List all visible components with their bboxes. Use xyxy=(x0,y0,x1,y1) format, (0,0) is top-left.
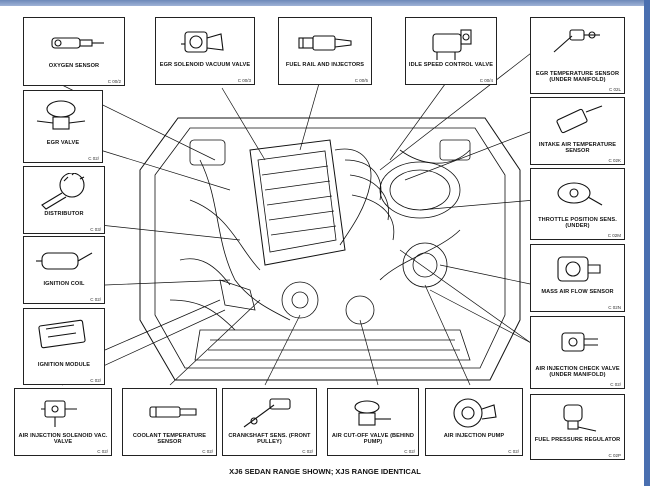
check-valve-icon xyxy=(561,332,598,352)
throttle-position-box: THROTTLE POSITION SENS. (UNDER) C 02M xyxy=(530,168,625,240)
component-label: MASS AIR FLOW SENSOR xyxy=(541,289,614,295)
component-label: IGNITION MODULE xyxy=(37,362,91,368)
idle-speed-box: IDLE SPEED CONTROL VALVE C 00/4 xyxy=(405,17,497,85)
egr-solenoid-box: EGR SOLENOID VACUUM VALVE C 00/3 xyxy=(155,17,255,85)
component-label: AIR INJECTION CHECK VALVE (UNDER MANIFOL… xyxy=(535,366,620,379)
component-label: THROTTLE POSITION SENS. (UNDER) xyxy=(538,217,617,230)
component-code: C 03/ xyxy=(90,227,101,232)
component-label: EGR VALVE xyxy=(46,140,80,146)
cutoff-valve-icon xyxy=(354,400,391,426)
fuel-rail-box: FUEL RAIL AND INJECTORS C 00/5 xyxy=(278,17,372,85)
component-label: IDLE SPEED CONTROL VALVE xyxy=(408,62,494,68)
component-code: C 02/ xyxy=(302,449,313,454)
pressure-regulator-icon xyxy=(563,404,597,432)
idle-valve-icon xyxy=(432,29,472,60)
component-label: AIR INJECTION PUMP xyxy=(443,433,505,439)
air-temp-sensor-icon xyxy=(556,105,603,134)
component-label: FUEL PRESSURE REGULATOR xyxy=(534,437,621,443)
distributor-icon xyxy=(41,173,85,210)
coolant-sensor-icon xyxy=(149,406,197,418)
solenoid-valve-icon xyxy=(181,31,224,53)
crank-sensor-icon xyxy=(243,398,291,428)
component-code: C 00/4 xyxy=(479,78,493,83)
component-code: C 02/ xyxy=(97,449,108,454)
temperature-sensor-icon xyxy=(553,29,600,53)
component-code: C 00/2 xyxy=(107,79,121,84)
air-inj-check-box: AIR INJECTION CHECK VALVE (UNDER MANIFOL… xyxy=(530,316,625,389)
component-label: AIR CUT-OFF VALVE (BEHIND PUMP) xyxy=(331,433,415,446)
component-code: C 02/ xyxy=(508,449,519,454)
component-label: CRANKSHAFT SENS. (FRONT PULLEY) xyxy=(228,433,311,446)
component-code: C 02/ xyxy=(88,156,99,161)
component-label: AIR INJECTION SOLENOID VAC. VALVE xyxy=(18,433,108,446)
component-code: C 02/ xyxy=(202,449,213,454)
component-code: C 00/5 xyxy=(354,78,368,83)
egr-valve-box: EGR VALVE C 02/ xyxy=(23,90,103,163)
vacuum-solenoid-icon xyxy=(41,400,77,427)
component-code: C 02P xyxy=(608,453,621,458)
airflow-meter-icon xyxy=(557,256,601,282)
component-label: COOLANT TEMPERATURE SENSOR xyxy=(132,433,207,446)
fuel-pressure-box: FUEL PRESSURE REGULATOR C 02P xyxy=(530,394,625,460)
diagram-caption: XJ6 SEDAN RANGE SHOWN; XJS RANGE IDENTIC… xyxy=(229,467,421,476)
coolant-temp-box: COOLANT TEMPERATURE SENSOR C 02/ xyxy=(122,388,217,456)
fuel-injector-icon xyxy=(298,35,352,51)
mass-air-flow-box: MASS AIR FLOW SENSOR C 02N xyxy=(530,244,625,312)
component-label: OXYGEN SENSOR xyxy=(48,63,100,69)
air-inj-solenoid-box: AIR INJECTION SOLENOID VAC. VALVE C 02/ xyxy=(14,388,112,456)
component-code: C 02/ xyxy=(404,449,415,454)
egr-temp-box: EGR TEMPERATURE SENSOR (UNDER MANIFOLD) C… xyxy=(530,17,625,94)
component-code: C 02/ xyxy=(90,297,101,302)
oxygen-sensor-box: OXYGEN SENSOR C 00/2 xyxy=(23,17,125,86)
air-pump-icon xyxy=(453,398,497,428)
throttle-sensor-icon xyxy=(557,182,603,206)
ignition-module-icon xyxy=(38,319,86,349)
component-label: FUEL RAIL AND INJECTORS xyxy=(285,62,365,68)
ignition-coil-box: IGNITION COIL C 02/ xyxy=(23,236,105,304)
component-label: INTAKE AIR TEMPERATURE SENSOR xyxy=(538,142,617,155)
window-top-border xyxy=(0,0,650,6)
component-code: C 02L xyxy=(608,87,621,92)
component-label: EGR TEMPERATURE SENSOR (UNDER MANIFOLD) xyxy=(535,71,620,84)
component-code: C 02N xyxy=(608,305,621,310)
component-label: IGNITION COIL xyxy=(43,281,85,287)
ignition-coil-icon xyxy=(36,252,93,270)
component-label: EGR SOLENOID VACUUM VALVE xyxy=(159,62,251,68)
component-code: C 00/3 xyxy=(237,78,251,83)
window-scrollbar[interactable] xyxy=(644,0,650,486)
air-inj-pump-box: AIR INJECTION PUMP C 02/ xyxy=(425,388,523,456)
egr-valve-icon xyxy=(36,100,86,130)
ignition-module-box: IGNITION MODULE C 02/ xyxy=(23,308,105,385)
component-code: C 02/ xyxy=(610,382,621,387)
component-code: C 02M xyxy=(607,233,621,238)
oxygen-sensor-icon xyxy=(51,37,104,49)
component-code: C 02K xyxy=(608,158,621,163)
component-code: C 02/ xyxy=(90,378,101,383)
air-cutoff-box: AIR CUT-OFF VALVE (BEHIND PUMP) C 02/ xyxy=(327,388,419,456)
intake-air-temp-box: INTAKE AIR TEMPERATURE SENSOR C 02K xyxy=(530,97,625,165)
component-label: DISTRIBUTOR xyxy=(44,211,84,217)
distributor-box: DISTRIBUTOR C 03/ xyxy=(23,166,105,234)
crankshaft-box: CRANKSHAFT SENS. (FRONT PULLEY) C 02/ xyxy=(222,388,317,456)
